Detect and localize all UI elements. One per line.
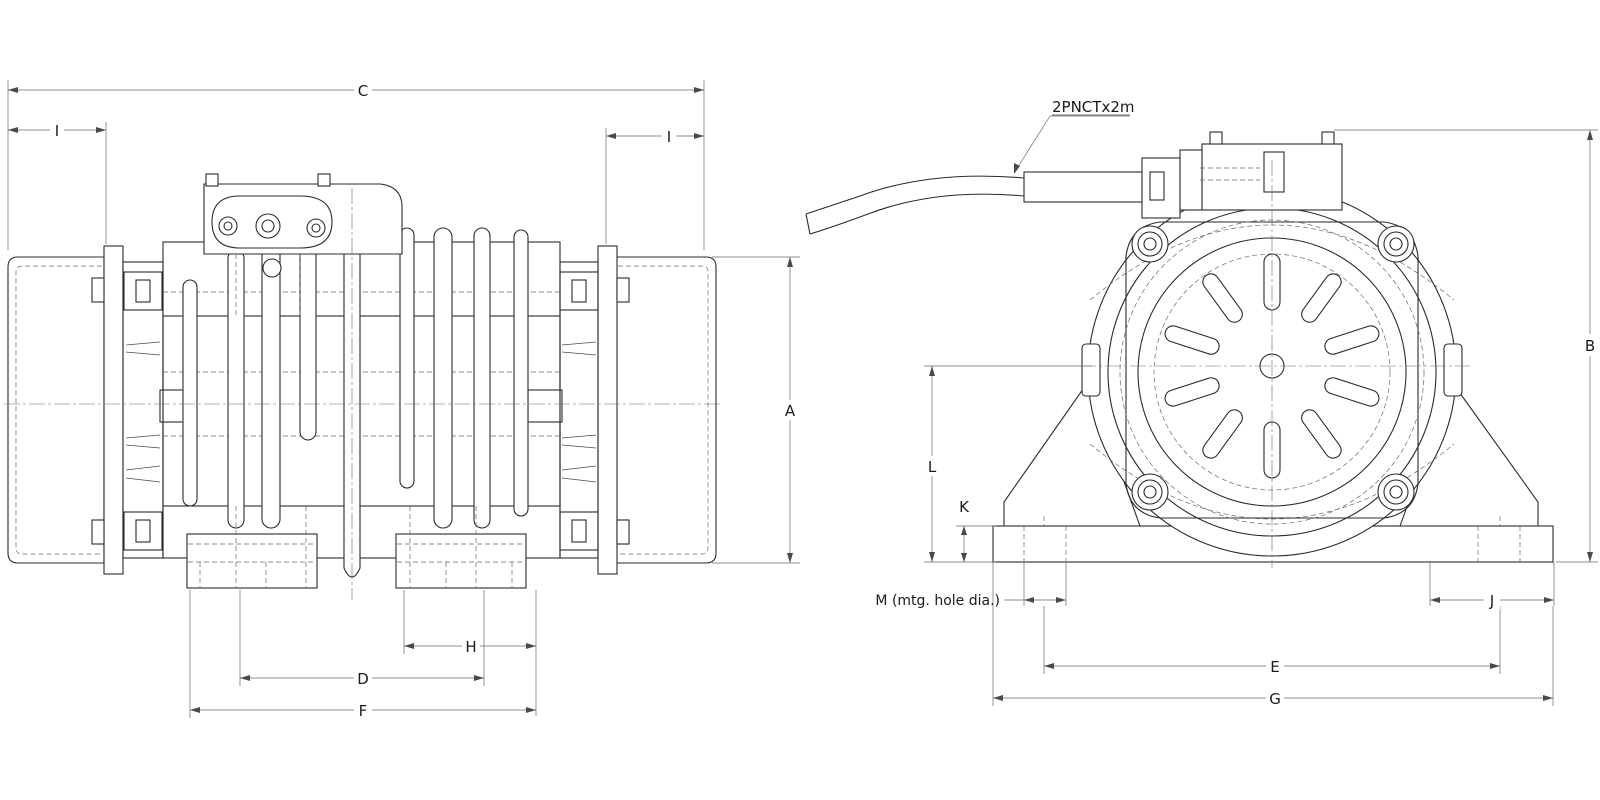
label-D: D [357, 670, 369, 688]
left-end-cover-inner [15, 265, 102, 555]
label-M: M (mtg. hole dia.) [875, 593, 1000, 609]
label-C: C [358, 82, 368, 100]
right-end-cover [615, 256, 717, 564]
left-foot [186, 533, 318, 589]
label-J: J [1489, 592, 1494, 610]
lifting-eye [343, 245, 361, 578]
motor-frame [162, 241, 561, 559]
label-A: A [785, 402, 796, 420]
right-flange [597, 245, 618, 575]
right-foot [395, 533, 527, 589]
right-end-cover-inner [618, 265, 709, 555]
dim-G [992, 562, 1554, 706]
dim-I-right [605, 128, 704, 244]
label-K: K [959, 498, 970, 516]
left-end-cover [7, 256, 105, 564]
dim-K [956, 525, 996, 562]
label-E: E [1270, 658, 1279, 676]
dim-M [1004, 562, 1067, 606]
flange-bolts [91, 271, 630, 551]
label-L: L [928, 458, 937, 476]
terminal-box [203, 173, 403, 316]
label-F: F [359, 702, 368, 720]
corner-bolts [1131, 225, 1415, 511]
dimension-labels: C I I A H D F 2PNCTx2m B L K M (mtg. hol… [50, 80, 1600, 720]
feet-hidden-lines [188, 506, 525, 588]
dim-L [924, 365, 1092, 563]
label-B: B [1585, 337, 1595, 355]
cable-leader [1014, 115, 1130, 174]
label-H: H [465, 638, 476, 656]
motor-frame-inner [162, 315, 561, 507]
label-cable: 2PNCTx2m [1052, 98, 1134, 116]
dim-I-left [8, 122, 107, 244]
label-G: G [1269, 690, 1281, 708]
front-view [805, 115, 1598, 706]
label-I-right: I [667, 128, 671, 146]
left-flange [103, 245, 124, 575]
cooling-fins [182, 227, 529, 529]
cable [805, 171, 1143, 235]
label-I-left: I [55, 122, 59, 140]
side-view [4, 80, 800, 718]
front-terminal-box [1141, 131, 1343, 219]
